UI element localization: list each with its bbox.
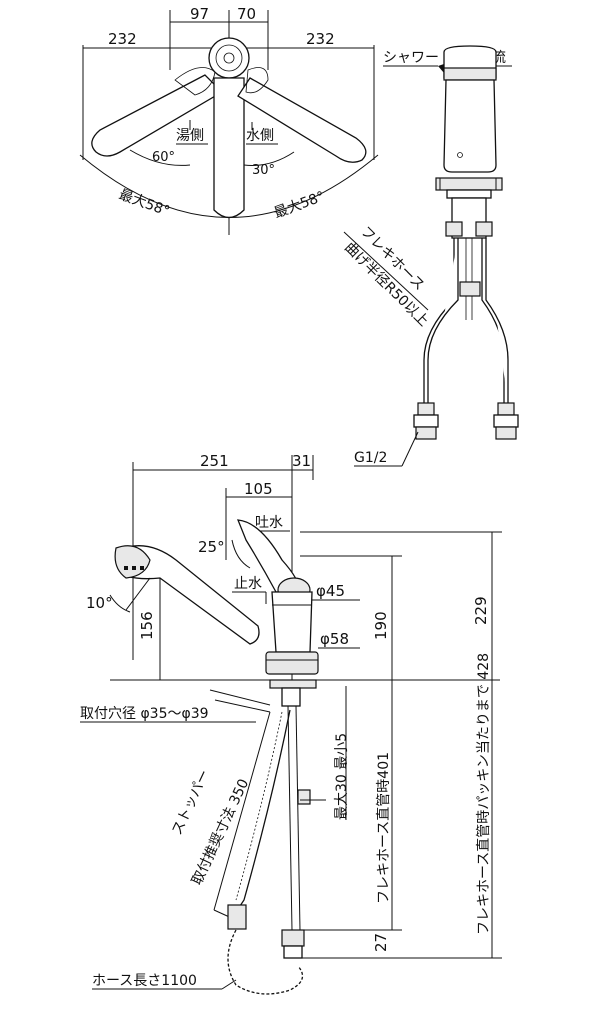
max-angle-right: 最大58° [272, 189, 327, 222]
faucet-body-side [443, 79, 497, 173]
label-shower: シャワー [383, 50, 439, 66]
dim-229: 229 [472, 596, 490, 625]
angle-10: 10° [86, 594, 113, 612]
label-flex-straight-401: フレキホース直管時401 [375, 752, 392, 904]
label-mount-hole: 取付穴径 φ35～φ39 [80, 706, 209, 722]
lever-center-position [213, 77, 245, 219]
dim-232-left: 232 [108, 30, 137, 48]
angle-30: 30° [252, 163, 275, 178]
faucet-base-front [265, 651, 319, 675]
dim-97: 97 [190, 5, 209, 23]
label-spout-water: 吐水 [255, 515, 283, 531]
diameter-45: φ45 [316, 582, 345, 600]
counter-top [269, 679, 317, 689]
pull-out-hose [227, 709, 304, 995]
lever-cold-position [237, 67, 367, 163]
lever-hot-position [91, 67, 224, 157]
label-flex-packing-428: フレキホース直管時パッキン当たりまで 428 [475, 653, 492, 935]
side-view: シャワー 整流 [341, 45, 519, 467]
max-angle-left: 最大58° [117, 187, 172, 220]
front-view: 251 31 105 吐水 25° 10° 止水 φ45 φ58 [80, 452, 502, 995]
dim-156: 156 [138, 611, 156, 640]
label-stop-water: 止水 [234, 576, 262, 592]
dim-190: 190 [372, 611, 390, 640]
angle-60: 60° [152, 150, 175, 165]
label-hose-length: ホース長さ1100 [92, 973, 197, 989]
label-max30-min5: 最大30 最小5 [334, 733, 350, 820]
mount-base [435, 177, 503, 191]
dim-105: 105 [244, 480, 273, 498]
angle-25: 25° [198, 538, 225, 556]
dim-70: 70 [237, 5, 256, 23]
flex-hose-right [481, 238, 505, 405]
spout-front [123, 545, 260, 645]
faucet-body-front [271, 591, 313, 653]
dim-27: 27 [372, 933, 390, 952]
label-thread-g12: G1/2 [354, 450, 387, 466]
label-hot-side: 湯側 [176, 127, 204, 144]
label-cold-side: 水側 [246, 128, 274, 144]
dim-232-right: 232 [306, 30, 335, 48]
dim-31: 31 [292, 452, 311, 470]
label-stopper: ストッパー [169, 767, 213, 837]
dim-251: 251 [200, 452, 229, 470]
top-view: 232 97 70 232 湯側 水側 60° 30° [79, 5, 379, 235]
diameter-58: φ58 [320, 630, 349, 648]
